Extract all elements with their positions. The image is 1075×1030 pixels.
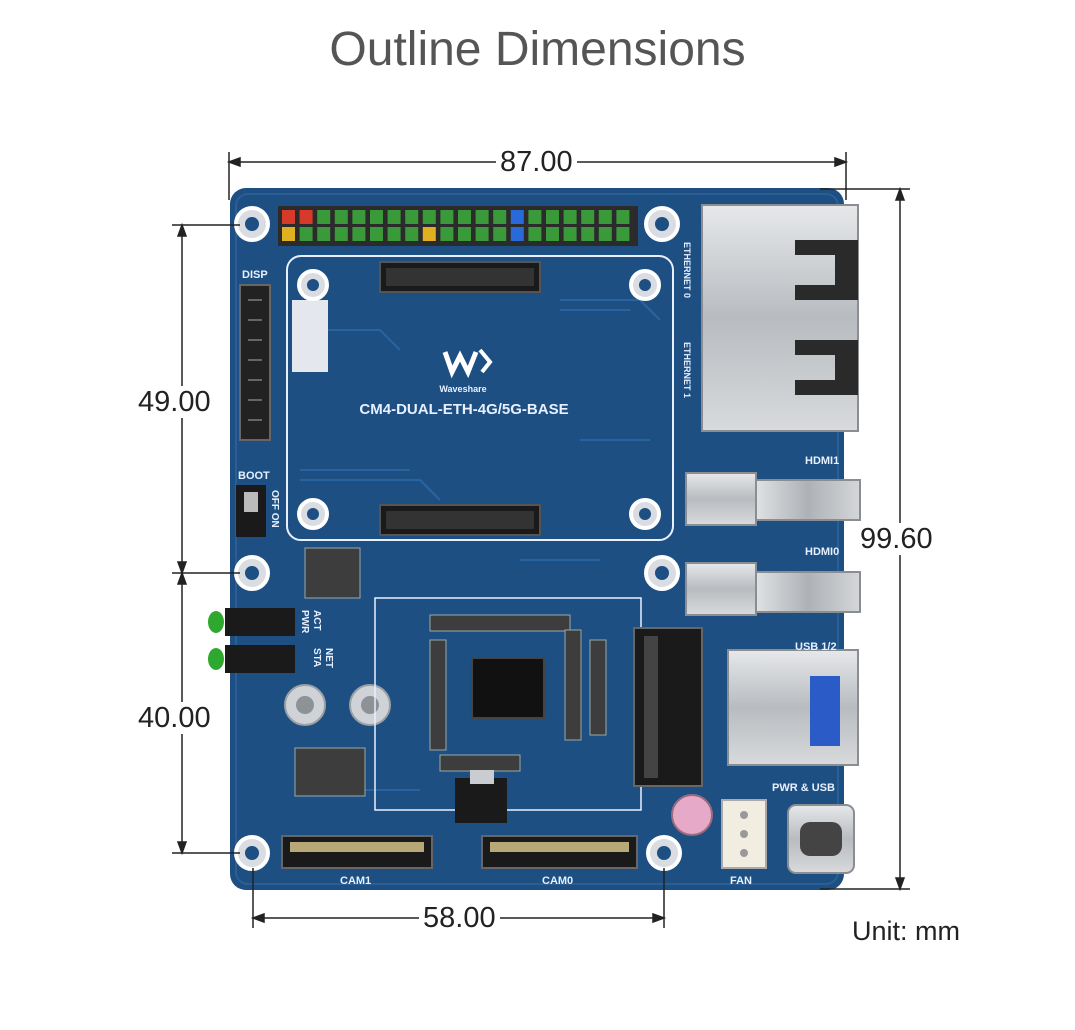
gpio-pin [370,227,383,241]
dim-left-lower: 40.00 [134,702,215,734]
gpio-pin [299,210,313,224]
passives [294,547,607,797]
label-net: NET [323,648,334,668]
gpio-pin [422,210,436,224]
gpio-pin [510,210,524,224]
gpio-pin [598,210,612,224]
unit-label: Unit: mm [852,916,960,946]
gpio-pin [616,227,630,241]
brand-label: Waveshare [439,384,486,394]
gpio-pin [405,210,419,224]
gpio-pin [334,210,348,224]
label-cam0: CAM0 [542,875,573,887]
label-pwr: PWR [299,610,310,634]
gpio-pin [493,227,507,241]
gpio-pin [387,227,401,241]
hdmi1-connector [685,472,861,526]
gpio-pin [334,227,348,241]
label-fan: FAN [730,875,752,887]
gpio-pin [422,227,436,241]
gpio-pin [299,227,313,241]
dim-top-width: 87.00 [496,146,577,178]
gpio-pin [282,227,295,241]
gpio-pin [475,227,489,241]
gpio-pin [581,227,595,241]
gpio-pin [317,227,331,241]
ethernet-jack [701,204,859,432]
gpio-pin [458,227,471,241]
label-disp: DISP [242,269,268,281]
capacitor [671,794,713,836]
label-act: ACT [311,610,322,631]
board-name: CM4-DUAL-ETH-4G/5G-BASE [359,401,568,418]
usb-connector [727,649,859,766]
label-hdmi1: HDMI1 [805,455,839,467]
label-cam1: CAM1 [340,875,371,887]
dim-left-upper: 49.00 [134,386,215,418]
label-pwr-usb: PWR & USB [772,782,835,794]
main-chip [471,657,545,719]
disp-connector [239,284,271,441]
gpio-pin [475,210,489,224]
gpio-pin [440,227,454,241]
gpio-pin [352,227,366,241]
gpio-pin [546,227,559,241]
label-ethernet1: ETHERNET 1 [682,342,692,398]
usb-c-connector [787,804,855,874]
label-boot: BOOT [238,470,270,482]
gpio-pin [405,227,419,241]
cm4-outline [286,255,674,541]
status-leds [208,608,295,673]
dim-right-height: 99.60 [856,523,937,555]
dim-bottom-width: 58.00 [419,902,500,934]
gpio-pin [546,210,559,224]
label-usb: USB 1/2 [795,641,837,653]
gpio-pin [528,210,542,224]
gpio-pin [616,210,630,224]
gpio-pin [370,210,383,224]
gpio-pin [493,210,507,224]
gpio-pin [510,227,524,241]
gpio-pin [581,210,595,224]
gpio-pin [528,227,542,241]
gpio-pin [598,227,612,241]
waveshare-logo [442,348,493,379]
gpio-pin [317,210,331,224]
label-ethernet0: ETHERNET 0 [682,242,692,298]
gpio-header [278,206,638,246]
gpio-pin [387,210,401,224]
gpio-pin [458,210,471,224]
standoffs [284,684,391,726]
regulator [455,778,507,823]
page-title: Outline Dimensions [329,23,746,76]
hdmi0-connector [685,562,861,616]
gpio-pin [282,210,295,224]
label-sta: STA [311,648,322,667]
label-hdmi0: HDMI0 [805,546,839,558]
sticker [292,300,328,372]
gpio-pin [352,210,366,224]
gpio-pin [563,210,577,224]
gpio-pin [440,210,454,224]
label-boot-switch: OFF ON [269,490,280,528]
gpio-pin [563,227,577,241]
